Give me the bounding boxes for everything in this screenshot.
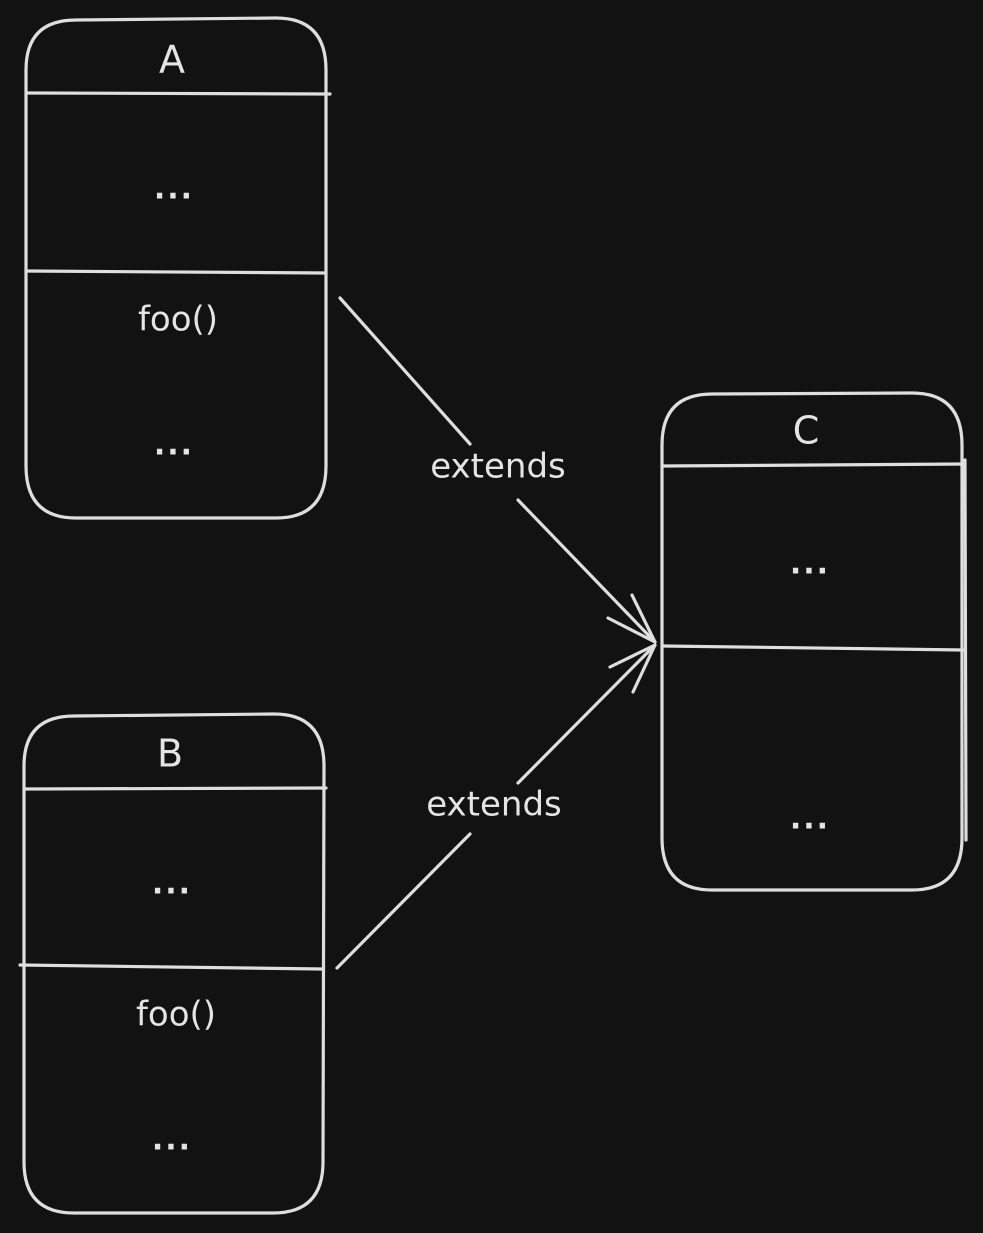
class-c-border-shadow	[963, 458, 968, 842]
edge-a-to-c-line	[338, 296, 472, 446]
class-b-name: B	[157, 732, 183, 776]
class-c-border	[660, 391, 964, 892]
class-a-more-methods: ...	[154, 428, 194, 463]
edge-b-to-c-line-upper	[516, 643, 657, 785]
class-c-attributes: ...	[790, 547, 830, 582]
class-c-name: C	[793, 409, 820, 453]
class-b-method: foo()	[136, 995, 216, 1035]
class-b-divider-members	[18, 963, 324, 971]
edge-a-to-c-label: extends	[430, 447, 566, 487]
class-a-divider-members	[24, 269, 328, 275]
class-b-border	[22, 712, 326, 1215]
class-a-border	[24, 16, 328, 520]
class-a-box[interactable]: A ... foo() ...	[24, 16, 332, 520]
edge-b-to-c: extends	[335, 643, 657, 970]
edge-b-to-c-label: extends	[426, 785, 562, 825]
edge-a-to-c-arrowhead	[606, 593, 657, 644]
class-a-attributes: ...	[154, 172, 194, 207]
class-b-box[interactable]: B ... foo() ...	[18, 712, 328, 1215]
edge-a-to-c: extends	[338, 296, 657, 644]
class-c-box[interactable]: C ... ...	[660, 391, 968, 892]
class-c-divider-title	[661, 462, 967, 468]
edge-b-to-c-line	[335, 832, 472, 970]
class-c-divider-members	[661, 644, 965, 652]
class-b-attributes: ...	[152, 867, 192, 902]
class-a-method: foo()	[138, 300, 218, 340]
class-a-name: A	[159, 38, 185, 82]
class-a-divider-title	[26, 91, 332, 96]
edge-a-to-c-line-lower	[516, 498, 657, 644]
class-b-divider-title	[24, 786, 328, 791]
edge-b-to-c-arrowhead	[608, 643, 657, 694]
class-b-more-methods: ...	[152, 1123, 192, 1158]
class-c-methods: ...	[790, 802, 830, 837]
